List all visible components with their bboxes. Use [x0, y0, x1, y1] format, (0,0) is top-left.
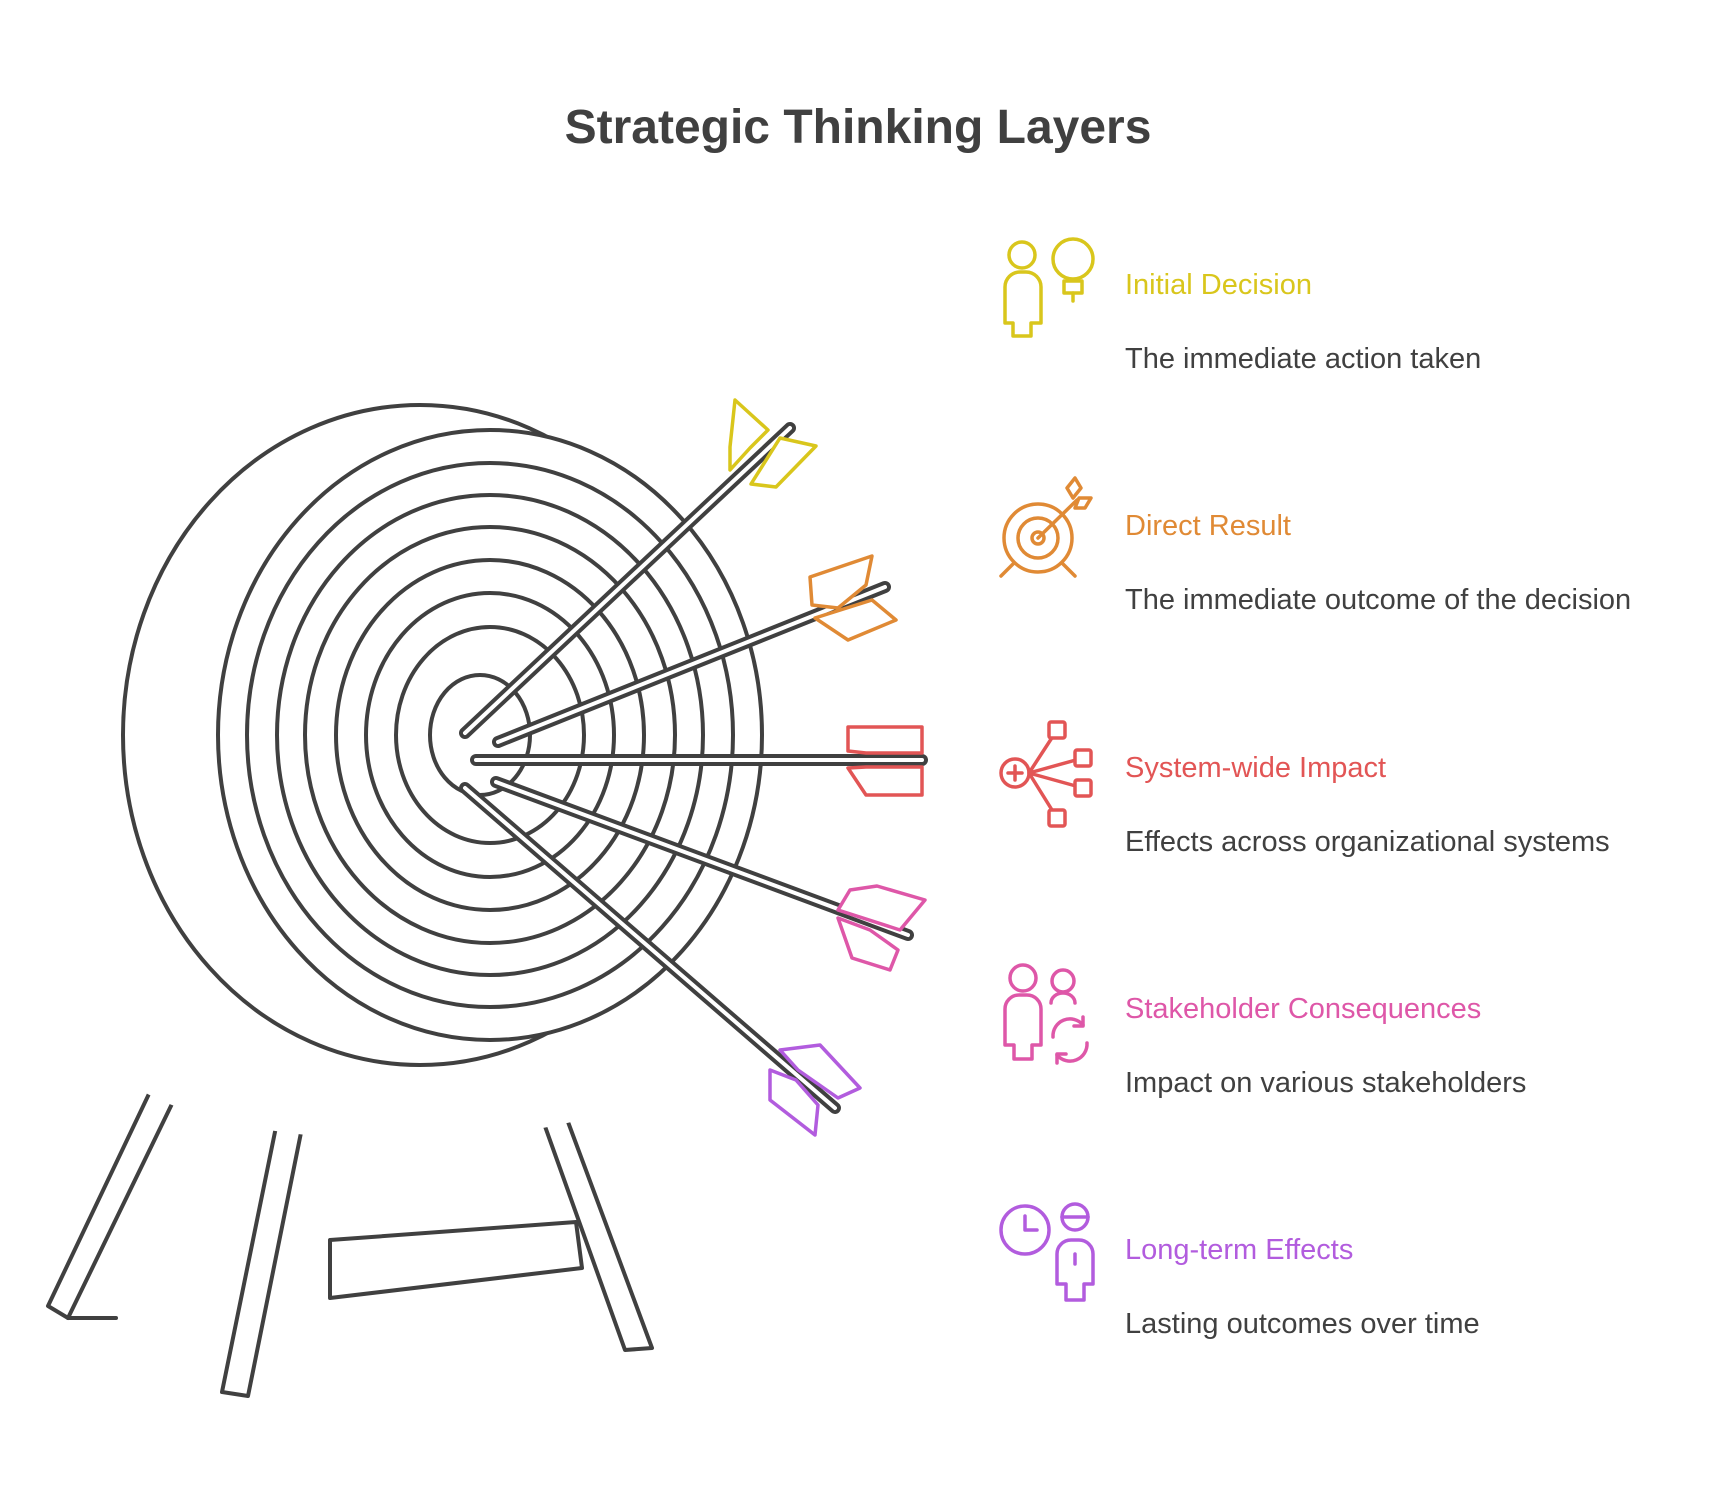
layer-description: The immediate outcome of the decision [1125, 584, 1632, 616]
arrow-purple [459, 782, 862, 1137]
people-cycle-icon [1003, 963, 1089, 1065]
layer-label: Initial Decision [1125, 269, 1312, 301]
layer-system-wide-impact: System-wide Impact Effects across organi… [995, 718, 1715, 898]
arrow-yellow [459, 398, 818, 739]
layer-description: Lasting outcomes over time [1125, 1308, 1480, 1340]
page-title: Strategic Thinking Layers [564, 101, 1152, 154]
clock-person-icon [999, 1202, 1095, 1302]
layer-initial-decision: Initial Decision The immediate action ta… [995, 235, 1715, 415]
target-face [100, 403, 764, 1140]
layer-label: System-wide Impact [1125, 752, 1387, 784]
layer-description: The immediate action taken [1125, 343, 1482, 375]
archery-target-illustration [46, 398, 928, 1398]
layer-description: Effects across organizational systems [1125, 826, 1610, 858]
arrow-red [470, 725, 928, 797]
layer-long-term-effects: Long-term Effects Lasting outcomes over … [995, 1200, 1715, 1380]
layer-stakeholder-consequences: Stakeholder Consequences Impact on vario… [995, 959, 1715, 1139]
arrow-orange [492, 554, 898, 748]
layer-label: Direct Result [1125, 510, 1291, 542]
network-icon [999, 720, 1093, 828]
target-arrow-icon [999, 476, 1093, 578]
layer-direct-result: Direct Result The immediate outcome of t… [995, 476, 1715, 656]
layer-label: Stakeholder Consequences [1125, 993, 1482, 1025]
person-idea-icon [1003, 237, 1095, 338]
arrow-pink [490, 776, 927, 972]
layer-description: Impact on various stakeholders [1125, 1067, 1527, 1099]
layer-label: Long-term Effects [1125, 1234, 1354, 1266]
